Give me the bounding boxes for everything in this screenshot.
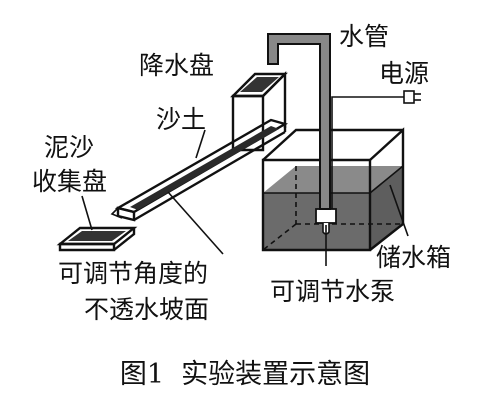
sediment-tray [56,226,138,252]
water-pipe [267,33,331,210]
label-sand-soil: 沙土 [156,105,206,134]
power-plug [403,90,415,104]
rain-tray [230,71,288,152]
pointer-lines [81,129,409,266]
sand-soil-layer [130,126,279,210]
label-sediment-tray-line2: 收集盘 [32,167,107,196]
label-pump: 可调节水泵 [270,277,395,306]
label-power-source: 电源 [379,59,429,88]
label-rain-tray: 降水盘 [139,51,214,80]
tank-water-surface [263,166,403,193]
label-sediment-tray-line1: 泥沙 [44,133,94,162]
figure-caption: 图1 实验装置示意图 [120,359,370,390]
power-cable [331,90,421,209]
label-slope-line1: 可调节角度的 [58,259,208,288]
label-water-pipe: 水管 [339,22,389,51]
water-tank [261,127,405,252]
impermeable-slope [110,118,289,222]
label-water-tank: 储水箱 [376,243,451,272]
label-slope-line2: 不透水坡面 [84,295,209,324]
